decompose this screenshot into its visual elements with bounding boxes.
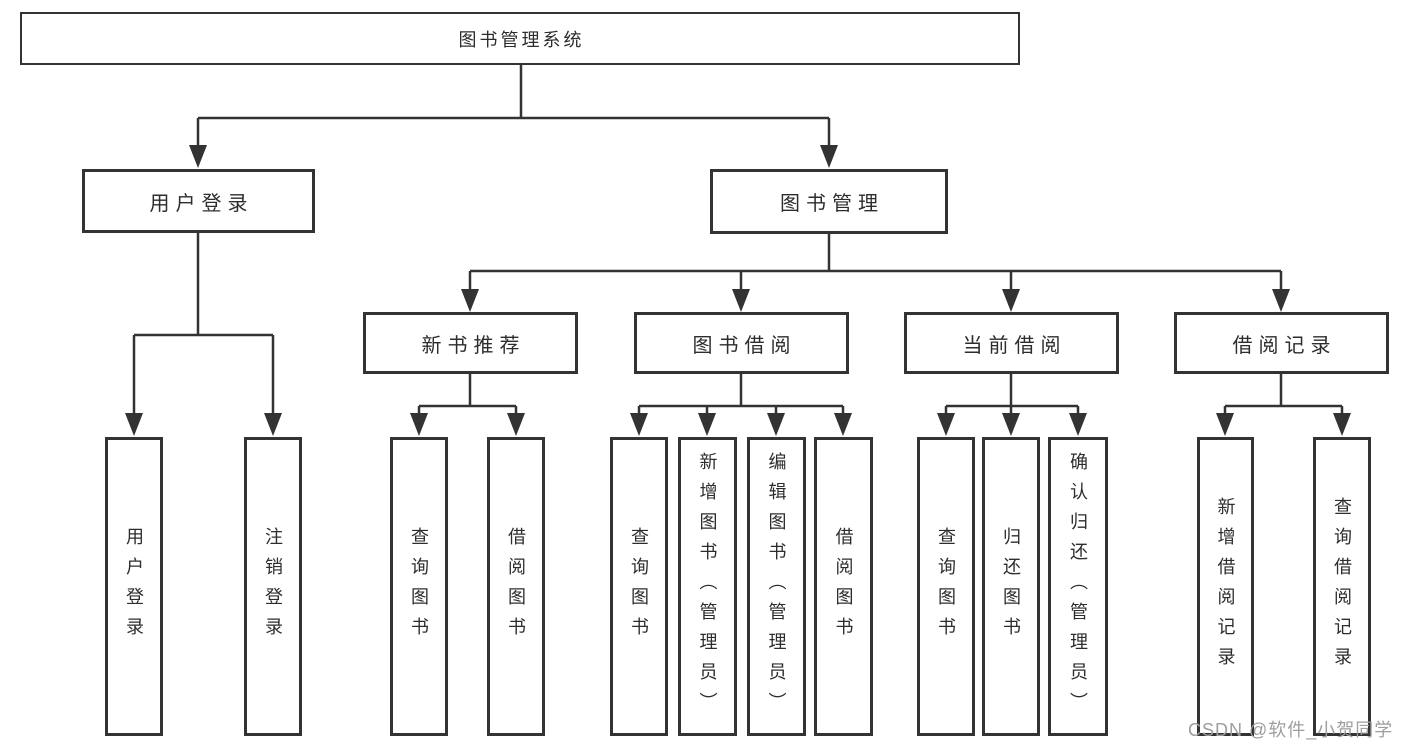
- node-label: 用户登录: [124, 526, 144, 647]
- node-label: 借阅图书: [833, 526, 854, 647]
- node-book-management-branch: 图书管理: [710, 169, 948, 234]
- node-label: 图书借阅: [692, 334, 797, 357]
- leaf-add-books-admin: 新增图书（管理员）: [678, 437, 737, 736]
- arrowheads: [125, 145, 1351, 436]
- node-label: 新增借阅记录: [1215, 496, 1236, 677]
- node-label: 编辑图书（管理员）: [766, 451, 787, 722]
- leaf-borrow-books-borrowing: 借阅图书: [814, 437, 873, 736]
- node-label: 借阅记录: [1232, 334, 1337, 357]
- node-label: 图书管理: [780, 193, 884, 215]
- node-label: 归还图书: [1001, 526, 1021, 647]
- leaf-edit-books-admin: 编辑图书（管理员）: [747, 437, 806, 736]
- node-label: 查询借阅记录: [1332, 496, 1352, 677]
- node-label: 新书推荐: [421, 334, 526, 357]
- node-label: 查询图书: [409, 526, 429, 647]
- node-new-book-recommendation: 新书推荐: [363, 312, 578, 374]
- leaf-return-books: 归还图书: [982, 437, 1040, 736]
- node-borrowing-records: 借阅记录: [1174, 312, 1389, 374]
- leaf-user-login: 用户登录: [105, 437, 163, 736]
- node-label: 确认归还（管理员）: [1068, 451, 1088, 722]
- leaf-logout: 注销登录: [244, 437, 302, 736]
- csdn-watermark: CSDN @软件_小贺同学: [1188, 720, 1394, 740]
- leaf-borrow-books-recommend: 借阅图书: [487, 437, 545, 736]
- node-book-borrowing: 图书借阅: [634, 312, 849, 374]
- node-label: 图书管理系统: [458, 29, 585, 50]
- node-label: 当前借阅: [962, 334, 1067, 357]
- node-label: 借阅图书: [506, 526, 526, 647]
- leaf-query-books-recommend: 查询图书: [390, 437, 448, 736]
- leaf-confirm-return-admin: 确认归还（管理员）: [1048, 437, 1108, 736]
- node-library-management-system: 图书管理系统: [20, 12, 1020, 65]
- node-current-borrowing: 当前借阅: [904, 312, 1119, 374]
- leaf-add-borrow-record: 新增借阅记录: [1197, 437, 1254, 736]
- node-user-login-branch: 用户登录: [82, 169, 315, 233]
- node-label: 查询图书: [629, 526, 649, 647]
- node-label: 注销登录: [263, 526, 283, 647]
- node-label: 用户登录: [149, 192, 254, 215]
- node-label: 新增图书（管理员）: [697, 451, 718, 722]
- leaf-query-borrow-record: 查询借阅记录: [1313, 437, 1371, 736]
- leaf-query-books-borrowing: 查询图书: [610, 437, 668, 736]
- leaf-query-books-current: 查询图书: [917, 437, 975, 736]
- node-label: 查询图书: [936, 526, 956, 647]
